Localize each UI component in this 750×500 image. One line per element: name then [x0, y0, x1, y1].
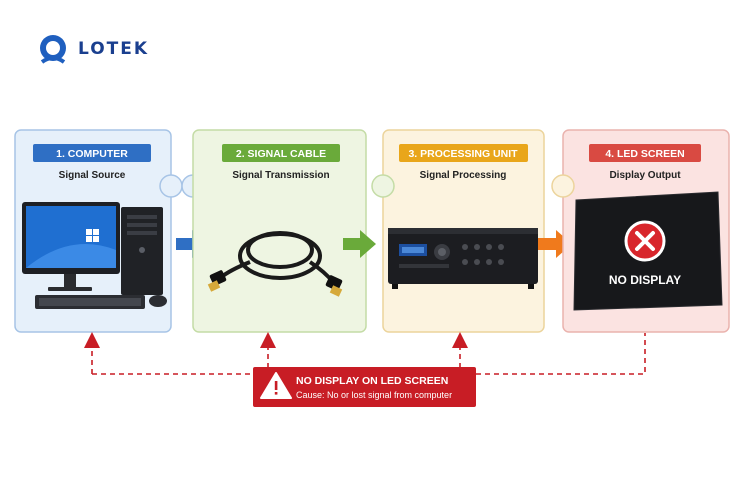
step-1-badge — [33, 144, 151, 162]
led-panel-icon: NO DISPLAY — [573, 191, 723, 311]
step-processing-panel: 3. PROCESSING UNIT Signal Processing — [371, 129, 545, 333]
step-3-title: 3. PROCESSING UNIT — [408, 148, 518, 160]
brand-name: LOTEK — [78, 39, 150, 59]
processor-icon — [388, 228, 538, 289]
step-4-subtitle: Display Output — [609, 170, 681, 181]
step-1-subtitle: Signal Source — [59, 170, 126, 181]
step-2-box — [192, 129, 367, 333]
hdmi-cable-icon — [207, 231, 343, 297]
brand-logo: LOTEK — [36, 32, 149, 66]
alert-cause: Cause: No or lost signal from computer — [296, 390, 452, 400]
step-2-title: 2. SIGNAL CABLE — [236, 148, 326, 160]
step-led-panel: 4. LED SCREEN Display Output NO DISPLAY — [551, 129, 730, 333]
step-3-subtitle: Signal Processing — [420, 170, 507, 181]
step-3-tab-left — [371, 174, 395, 198]
logo-icon — [40, 35, 66, 64]
step-4-tab-left — [551, 174, 575, 198]
feedback-lines — [84, 332, 646, 375]
step-4-title: 4. LED SCREEN — [605, 148, 684, 160]
alert-box: NO DISPLAY ON LED SCREEN Cause: No or lo… — [253, 367, 476, 407]
computer-icon — [22, 202, 167, 309]
step-computer-panel: 1. COMPUTER Signal Source — [14, 129, 183, 333]
alert-title: NO DISPLAY ON LED SCREEN — [296, 375, 448, 387]
step-cable-panel: 2. SIGNAL CABLE Signal Transmission — [181, 129, 367, 333]
step-1-title: 1. COMPUTER — [56, 148, 128, 160]
warning-icon — [260, 372, 292, 399]
step-2-subtitle: Signal Transmission — [232, 170, 329, 181]
step-3-badge — [399, 144, 528, 162]
flow-arrow-2 — [343, 230, 376, 258]
step-4-badge — [589, 144, 701, 162]
no-display-message: NO DISPLAY — [609, 273, 681, 287]
step-2-badge — [222, 144, 340, 162]
step-1-tab — [159, 174, 183, 198]
